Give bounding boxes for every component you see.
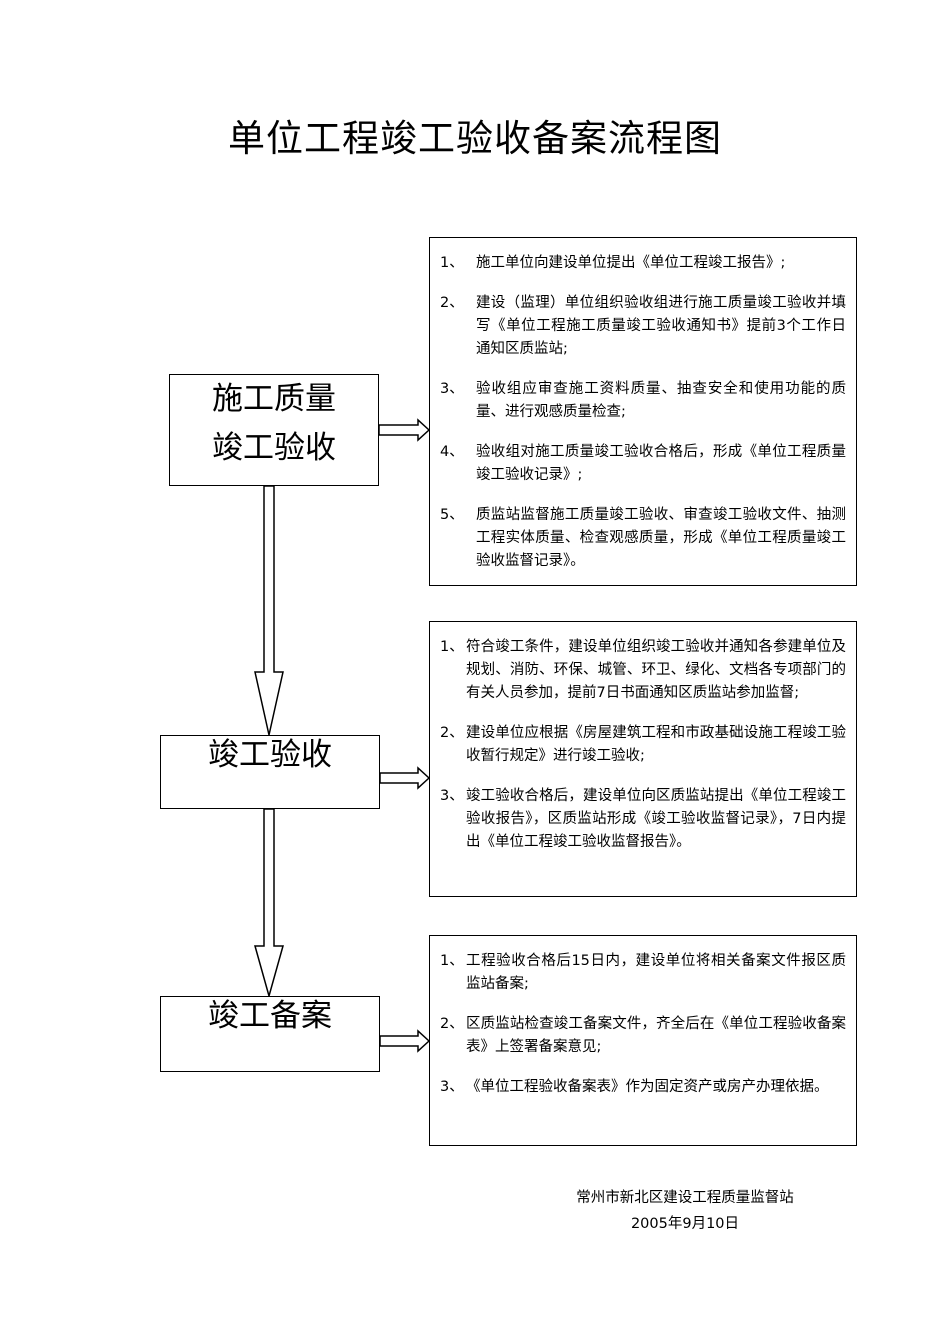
item-text: 工程验收合格后15日内，建设单位将相关备案文件报区质监站备案; [466,953,846,992]
item-number: 1、 [440,255,464,271]
stage-label-line: 竣工验收 [212,430,336,466]
issuing-organization: 常州市新北区建设工程质量监督站 [576,1190,794,1206]
item-text: 验收组应审查施工资料质量、抽查安全和使用功能的质量、进行观感质量检查; [476,381,846,420]
right-arrow-1 [378,418,431,442]
issue-date: 2005年9月10日 [630,1216,740,1232]
item-number: 1、 [440,639,464,655]
down-arrow-2 [254,808,284,999]
item-text: 建设单位应根据《房屋建筑工程和市政基础设施工程竣工验收暂行规定》进行竣工验收; [466,725,846,764]
stage-completion-acceptance: 竣工验收 [160,735,380,809]
item-number: 4、 [440,444,464,460]
list-item: 3、 验收组应审查施工资料质量、抽查安全和使用功能的质量、进行观感质量检查; [440,378,846,424]
list-item: 2、 区质监站检查竣工备案文件，齐全后在《单位工程验收备案表》上签署备案意见; [440,1013,846,1059]
item-text: 验收组对施工质量竣工验收合格后，形成《单位工程质量竣工验收记录》; [476,444,846,483]
item-text: 区质监站检查竣工备案文件，齐全后在《单位工程验收备案表》上签署备案意见; [466,1016,846,1055]
list-item: 1、 施工单位向建设单位提出《单位工程竣工报告》; [440,252,846,275]
down-arrow-1 [254,485,284,736]
right-arrow-3 [379,1029,431,1053]
item-text: 施工单位向建设单位提出《单位工程竣工报告》; [476,255,786,271]
item-number: 5、 [440,507,464,523]
stage-label-line: 竣工验收 [208,737,332,773]
item-number: 1、 [440,953,464,969]
stage-construction-quality-acceptance: 施工质量 竣工验收 [169,374,379,486]
item-text: 《单位工程验收备案表》作为固定资产或房产办理依据。 [466,1079,829,1095]
list-item: 3、 竣工验收合格后，建设单位向区质监站提出《单位工程竣工验收报告》，区质监站形… [440,785,846,854]
item-number: 3、 [440,788,464,804]
stage-completion-filing: 竣工备案 [160,996,380,1072]
right-arrow-2 [379,766,431,790]
item-text: 建设（监理）单位组织验收组进行施工质量竣工验收并填写《单位工程施工质量竣工验收通… [476,295,846,357]
list-item: 2、 建设（监理）单位组织验收组进行施工质量竣工验收并填写《单位工程施工质量竣工… [440,292,846,361]
list-item: 1、 符合竣工条件，建设单位组织竣工验收并通知各参建单位及规划、消防、环保、城管… [440,636,846,705]
page-title: 单位工程竣工验收备案流程图 [228,117,722,160]
item-number: 3、 [440,381,464,397]
list-item: 4、 验收组对施工质量竣工验收合格后，形成《单位工程质量竣工验收记录》; [440,441,846,487]
stage-label-line: 施工质量 [212,381,336,417]
item-text: 符合竣工条件，建设单位组织竣工验收并通知各参建单位及规划、消防、环保、城管、环卫… [466,639,846,701]
detail-box-completion-acceptance: 1、 符合竣工条件，建设单位组织竣工验收并通知各参建单位及规划、消防、环保、城管… [429,621,857,897]
list-item: 5、 质监站监督施工质量竣工验收、审查竣工验收文件、抽测工程实体质量、检查观感质… [440,504,846,573]
item-number: 2、 [440,725,464,741]
list-item: 2、 建设单位应根据《房屋建筑工程和市政基础设施工程竣工验收暂行规定》进行竣工验… [440,722,846,768]
item-number: 3、 [440,1079,464,1095]
list-item: 1、 工程验收合格后15日内，建设单位将相关备案文件报区质监站备案; [440,950,846,996]
detail-box-completion-filing: 1、 工程验收合格后15日内，建设单位将相关备案文件报区质监站备案; 2、 区质… [429,935,857,1146]
item-number: 2、 [440,1016,464,1032]
list-item: 3、 《单位工程验收备案表》作为固定资产或房产办理依据。 [440,1076,846,1099]
item-text: 质监站监督施工质量竣工验收、审查竣工验收文件、抽测工程实体质量、检查观感质量，形… [476,507,846,569]
stage-label-line: 竣工备案 [208,998,332,1034]
item-number: 2、 [440,295,464,311]
item-text: 竣工验收合格后，建设单位向区质监站提出《单位工程竣工验收报告》，区质监站形成《竣… [466,788,846,850]
detail-box-construction-quality-acceptance: 1、 施工单位向建设单位提出《单位工程竣工报告》; 2、 建设（监理）单位组织验… [429,237,857,586]
